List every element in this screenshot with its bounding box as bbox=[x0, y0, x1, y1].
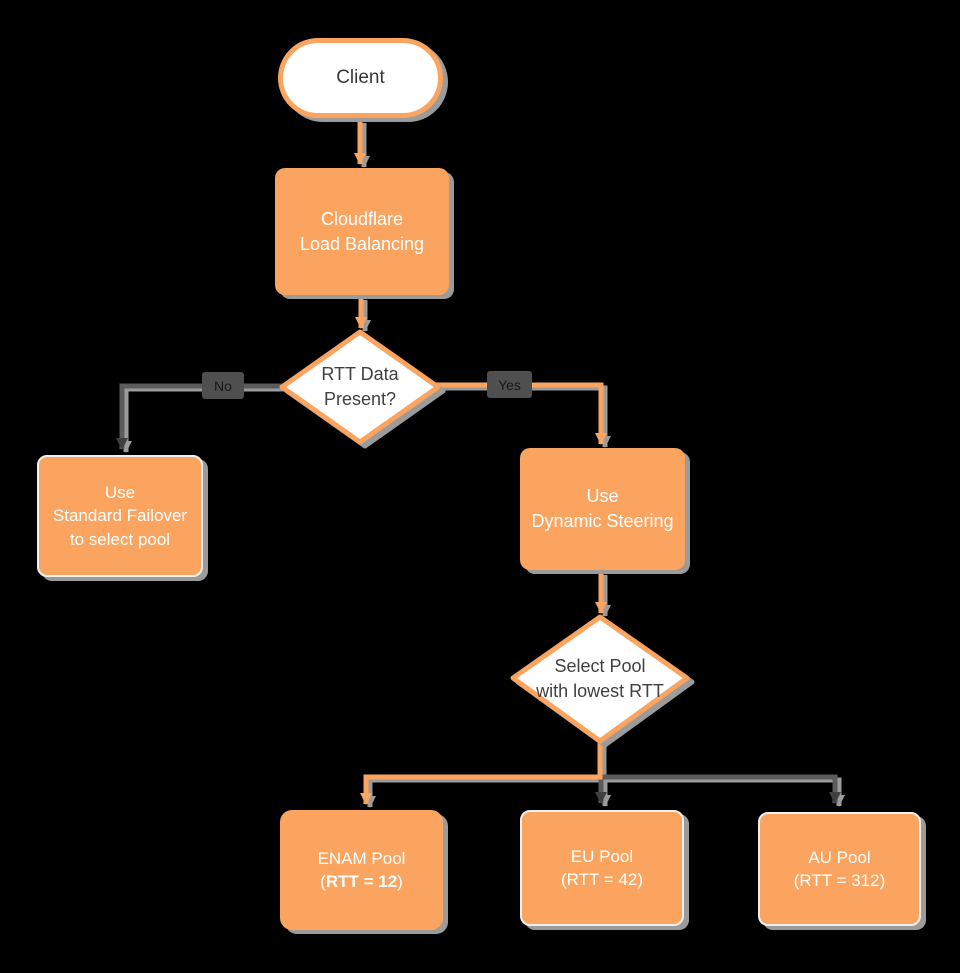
dynamic-steering-node: Use Dynamic Steering bbox=[520, 448, 685, 570]
client-label: Client bbox=[336, 67, 385, 88]
client-node: Client bbox=[278, 38, 443, 118]
rtt-decision-label: RTT Data Present? bbox=[321, 363, 399, 409]
enam-rtt-value: RTT = 12 bbox=[325, 872, 398, 891]
edge-label-no: No bbox=[202, 372, 244, 399]
edge-to-au-pool bbox=[601, 774, 841, 804]
load-balancing-line1: Cloudflare bbox=[320, 208, 404, 229]
au-pool-node: AU Pool (RTT = 312) bbox=[758, 812, 921, 926]
load-balancing-line2: Load Balancing bbox=[299, 233, 425, 254]
select-pool-label: Select Pool with lowest RTT bbox=[536, 655, 664, 701]
enam-pool-node: ENAM Pool (RTT = 12) bbox=[280, 810, 443, 930]
rtt-decision-diamond bbox=[279, 329, 441, 445]
load-balancing-node: Cloudflare Load Balancing bbox=[275, 168, 449, 295]
standard-failover-node: Use Standard Failover to select pool bbox=[37, 455, 203, 577]
edge-to-enam-pool bbox=[360, 740, 603, 805]
eu-pool-node: EU Pool (RTT = 42) bbox=[520, 810, 684, 926]
edge-label-yes: Yes bbox=[487, 371, 532, 398]
select-pool-diamond bbox=[510, 614, 690, 744]
